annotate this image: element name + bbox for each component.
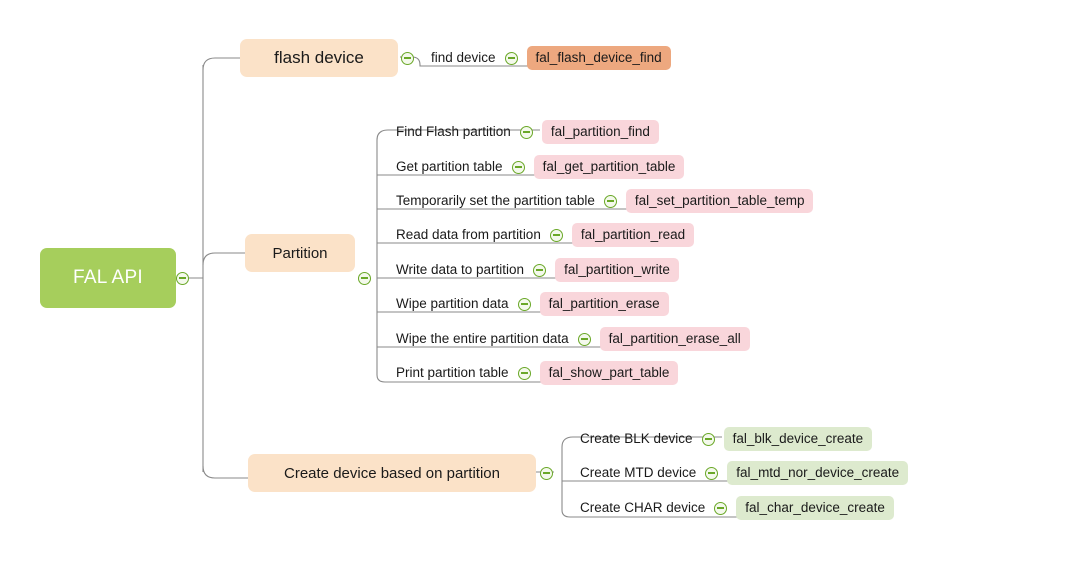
collapse-minus-icon-partition[interactable]: [358, 271, 371, 285]
collapse-minus-icon-create-device[interactable]: [540, 466, 553, 480]
leaf-label: Print partition table: [396, 365, 509, 381]
root-node-label: FAL API: [72, 267, 144, 288]
root-node-fal-api[interactable]: FAL API: [40, 248, 176, 308]
branch-node-partition[interactable]: Partition: [245, 234, 355, 272]
branch-node-label: Partition: [272, 244, 328, 262]
leaf-label: find device: [431, 50, 496, 66]
collapse-minus-icon-wipe-entire-partition-data[interactable]: [577, 332, 591, 346]
leaf-row-read-data-from-partition[interactable]: Read data from partition fal_partition_r…: [396, 222, 695, 248]
api-pill-fal-partition-read[interactable]: fal_partition_read: [571, 222, 695, 248]
api-pill-fal-partition-write[interactable]: fal_partition_write: [555, 257, 679, 283]
api-pill-fal-flash-device-find[interactable]: fal_flash_device_find: [526, 45, 671, 71]
collapse-minus-icon-create-blk-device[interactable]: [701, 432, 715, 446]
api-pill-fal-show-part-table[interactable]: fal_show_part_table: [539, 360, 679, 386]
collapse-minus-icon-wipe-partition-data[interactable]: [517, 297, 531, 311]
api-pill-fal-partition-erase-all[interactable]: fal_partition_erase_all: [599, 326, 750, 352]
api-pill-fal-char-device-create[interactable]: fal_char_device_create: [736, 495, 894, 521]
api-pill-fal-partition-erase[interactable]: fal_partition_erase: [539, 291, 669, 317]
collapse-minus-icon-create-char-device[interactable]: [714, 501, 728, 515]
leaf-label: Temporarily set the partition table: [396, 193, 595, 209]
leaf-row-get-partition-table[interactable]: Get partition table fal_get_partition_ta…: [396, 154, 685, 180]
leaf-label: Create BLK device: [580, 431, 693, 447]
branch-node-create-device-based-on-partition[interactable]: Create device based on partition: [248, 454, 536, 492]
leaf-row-write-data-to-partition[interactable]: Write data to partition fal_partition_wr…: [396, 257, 679, 283]
leaf-row-create-char-device[interactable]: Create CHAR device fal_char_device_creat…: [580, 495, 894, 521]
leaf-label: Create MTD device: [580, 465, 697, 481]
leaf-row-find-device[interactable]: find device fal_flash_device_find: [431, 45, 671, 71]
collapse-minus-icon-temporarily-set-partition-table[interactable]: [603, 194, 617, 208]
leaf-label: Create CHAR device: [580, 500, 706, 516]
branch-node-label: Create device based on partition: [284, 464, 500, 482]
collapse-minus-icon-write-data-to-partition[interactable]: [533, 263, 547, 277]
leaf-row-find-flash-partition[interactable]: Find Flash partition fal_partition_find: [396, 119, 659, 145]
leaf-label: Wipe partition data: [396, 296, 509, 312]
api-pill-fal-blk-device-create[interactable]: fal_blk_device_create: [723, 426, 873, 452]
leaf-row-temporarily-set-partition-table[interactable]: Temporarily set the partition table fal_…: [396, 188, 814, 214]
collapse-minus-icon-print-partition-table[interactable]: [517, 366, 531, 380]
collapse-minus-icon-create-mtd-device[interactable]: [705, 466, 719, 480]
branch-node-label: flash device: [274, 48, 364, 67]
collapse-minus-icon-get-partition-table[interactable]: [511, 160, 525, 174]
api-pill-fal-partition-find[interactable]: fal_partition_find: [541, 119, 659, 145]
leaf-row-print-partition-table[interactable]: Print partition table fal_show_part_tabl…: [396, 360, 679, 386]
collapse-minus-icon-find-device[interactable]: [504, 51, 518, 65]
collapse-minus-icon-flash-device[interactable]: [401, 51, 414, 65]
collapse-minus-icon-find-flash-partition[interactable]: [519, 125, 533, 139]
leaf-row-wipe-partition-data[interactable]: Wipe partition data fal_partition_erase: [396, 291, 669, 317]
leaf-label: Wipe the entire partition data: [396, 331, 569, 347]
leaf-label: Find Flash partition: [396, 124, 511, 140]
leaf-label: Get partition table: [396, 159, 503, 175]
leaf-row-create-blk-device[interactable]: Create BLK device fal_blk_device_create: [580, 426, 873, 452]
collapse-minus-icon-root[interactable]: [176, 271, 189, 285]
leaf-row-wipe-entire-partition-data[interactable]: Wipe the entire partition data fal_parti…: [396, 326, 750, 352]
collapse-minus-icon-read-data-from-partition[interactable]: [549, 228, 563, 242]
api-pill-fal-mtd-nor-device-create[interactable]: fal_mtd_nor_device_create: [727, 460, 909, 486]
leaf-label: Read data from partition: [396, 227, 541, 243]
api-pill-fal-set-partition-table-temp[interactable]: fal_set_partition_table_temp: [625, 188, 814, 214]
leaf-label: Write data to partition: [396, 262, 525, 278]
branch-node-flash-device[interactable]: flash device: [240, 39, 398, 77]
leaf-row-create-mtd-device[interactable]: Create MTD device fal_mtd_nor_device_cre…: [580, 460, 909, 486]
api-pill-fal-get-partition-table[interactable]: fal_get_partition_table: [533, 154, 685, 180]
